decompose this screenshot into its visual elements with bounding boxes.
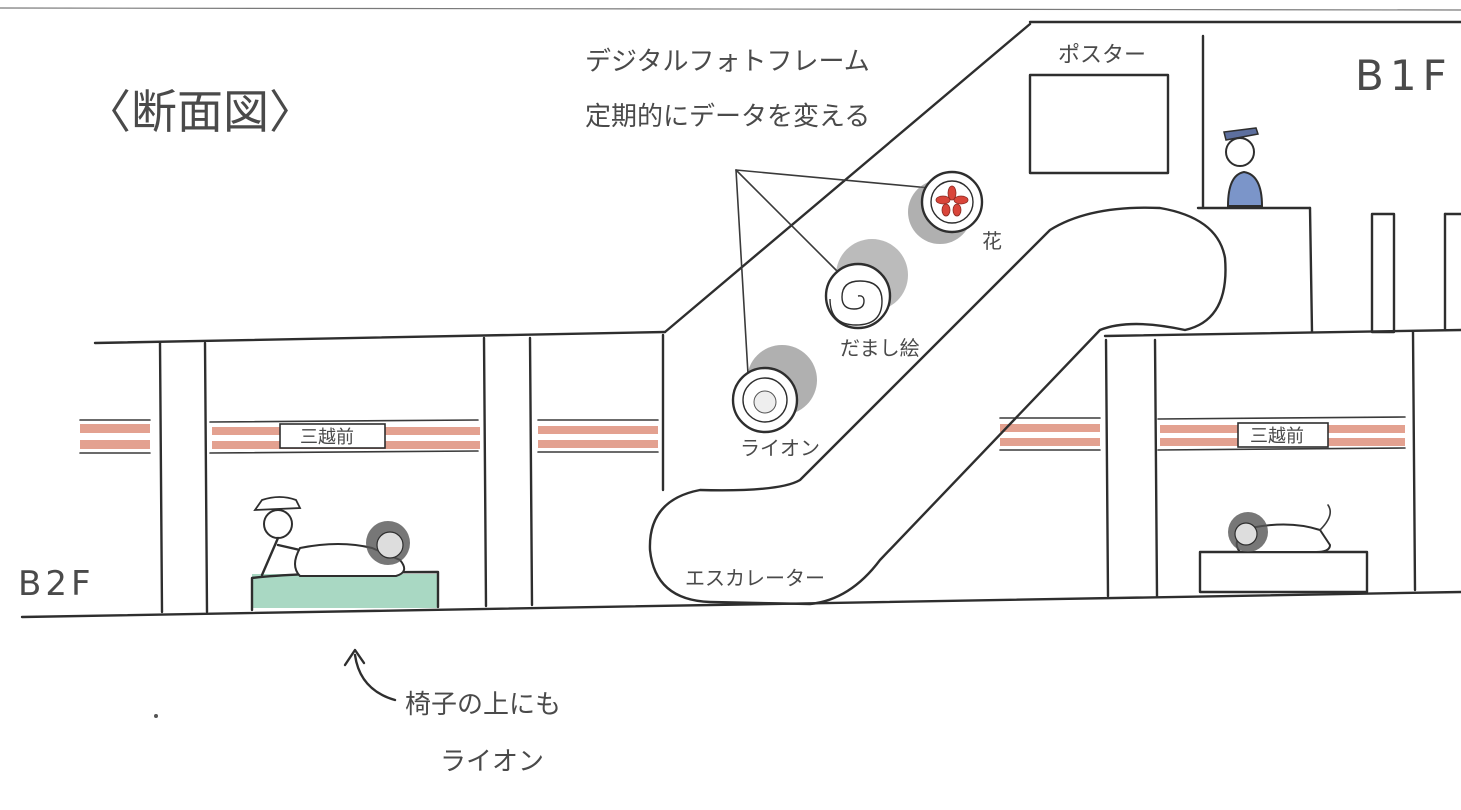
floor-label-b2f: B2F — [18, 564, 95, 604]
bench-note: 椅子の上にも ライオン — [343, 648, 561, 777]
b2f-ceiling — [93, 328, 1461, 345]
poster-frame — [1028, 73, 1170, 175]
frame-flower: 花 — [908, 170, 1002, 253]
pillars — [158, 330, 1417, 614]
station-sign-right-text: 三越前 — [1250, 426, 1304, 447]
frame-flower-label: 花 — [982, 229, 1002, 253]
escalator: エスカレーター — [648, 206, 1227, 606]
stray-dot — [154, 714, 158, 718]
floor-label-b1f: B1F — [1355, 51, 1453, 100]
frame-note-line2: 定期的にデータを変える — [585, 102, 870, 132]
pointer-lines — [735, 169, 931, 375]
bench-with-lion — [250, 496, 440, 612]
lion-statue-right — [1198, 504, 1369, 594]
escalator-label: エスカレーター — [685, 566, 825, 590]
paper-edge — [0, 7, 1461, 11]
station-staff-figure — [1223, 127, 1264, 207]
frame-lion: ライオン — [731, 345, 820, 460]
frame-lion-label: ライオン — [740, 436, 820, 460]
diagram-title: 〈断面図〉 — [85, 85, 315, 139]
poster-label: ポスター — [1058, 43, 1146, 68]
bench-note-line1: 椅子の上にも — [405, 690, 561, 720]
station-sign-left: 三越前 — [279, 423, 386, 449]
frame-note-line1: デジタルフォトフレーム — [585, 47, 870, 77]
bench-note-line2: ライオン — [440, 747, 544, 777]
frame-illusion-label: だまし絵 — [840, 336, 920, 360]
station-sign-right: 三越前 — [1237, 422, 1329, 448]
b1f-structure — [663, 20, 1461, 334]
station-sign-left-text: 三越前 — [300, 427, 354, 448]
frame-illusion: だまし絵 — [824, 239, 920, 360]
b2f-floor — [20, 590, 1461, 619]
